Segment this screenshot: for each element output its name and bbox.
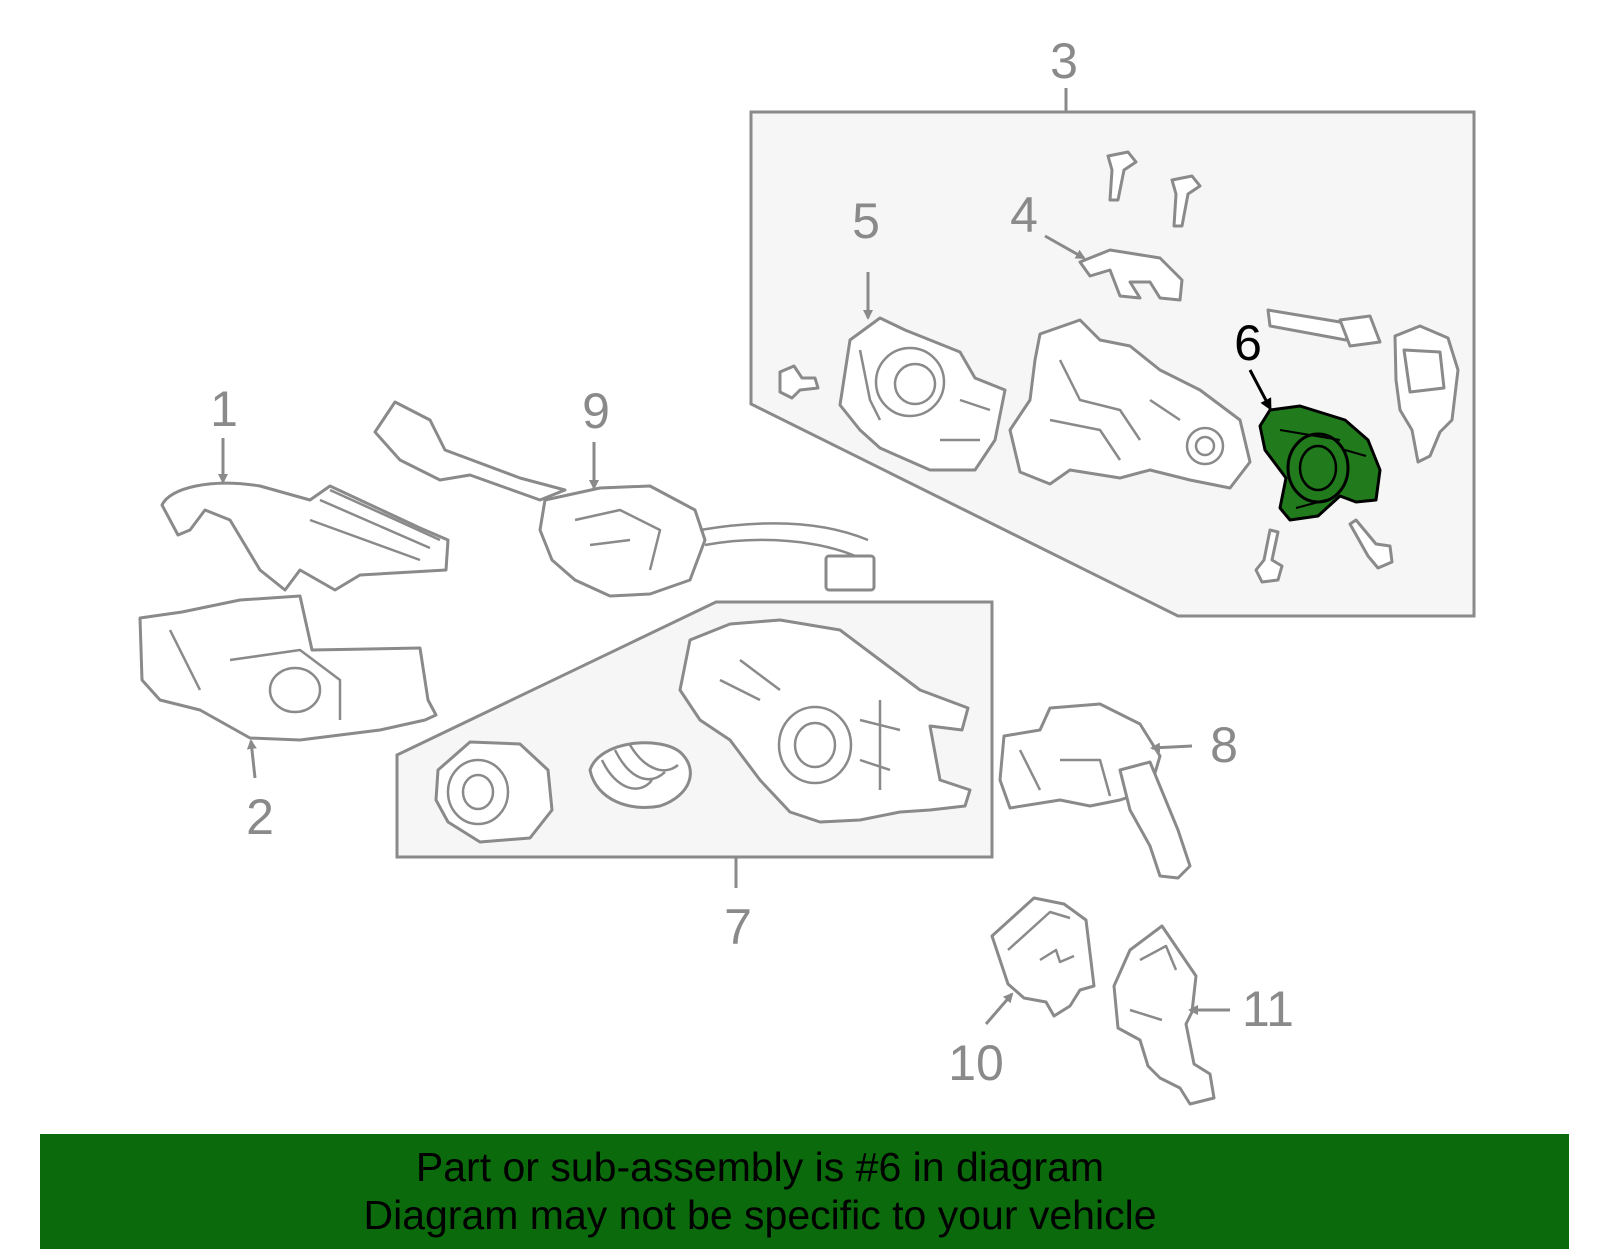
callout-5: 5 (852, 193, 880, 249)
part-6-highlighted (1258, 404, 1382, 522)
callout-1: 1 (210, 381, 238, 437)
callout-3: 3 (1050, 33, 1078, 89)
key-cylinder (1266, 308, 1460, 464)
part-2-lower-column-cover (138, 594, 438, 742)
callout-7: 7 (724, 899, 752, 955)
bolt-bottom-1 (1254, 528, 1284, 584)
callout-10: 10 (948, 1035, 1004, 1091)
steering-lock-housing (1008, 318, 1252, 490)
bolt-top-2 (1170, 174, 1202, 228)
part-11-bracket (1112, 924, 1216, 1106)
part-10-sensor (990, 896, 1096, 1018)
part-1-upper-column-cover (160, 481, 450, 592)
part-5-switch-body (838, 316, 1007, 472)
callout-9: 9 (582, 383, 610, 439)
callout-2: 2 (246, 789, 274, 845)
callout-11: 11 (1242, 981, 1294, 1037)
banner-line-1: Part or sub-assembly is #6 in diagram (415, 1144, 1105, 1190)
part-8-switch (998, 702, 1192, 880)
leader-lines (218, 234, 1272, 1025)
bolt-bottom-2 (1348, 518, 1394, 570)
part-4-bracket (1078, 248, 1184, 302)
part-7-switch-housing (678, 618, 972, 824)
part-9-combination-switch (373, 400, 876, 598)
info-banner: Part or sub-assembly is #6 in diagram Di… (40, 1134, 1569, 1249)
banner-line-2: Diagram may not be specific to your vehi… (363, 1192, 1157, 1238)
callout-4: 4 (1010, 187, 1038, 243)
callout-6: 6 (1234, 315, 1262, 371)
bolt-top-1 (1106, 150, 1138, 202)
part-7-cylinder-a (434, 740, 554, 844)
part-7-spring (588, 741, 692, 809)
bolt-left (778, 364, 820, 400)
callout-8: 8 (1210, 717, 1238, 773)
